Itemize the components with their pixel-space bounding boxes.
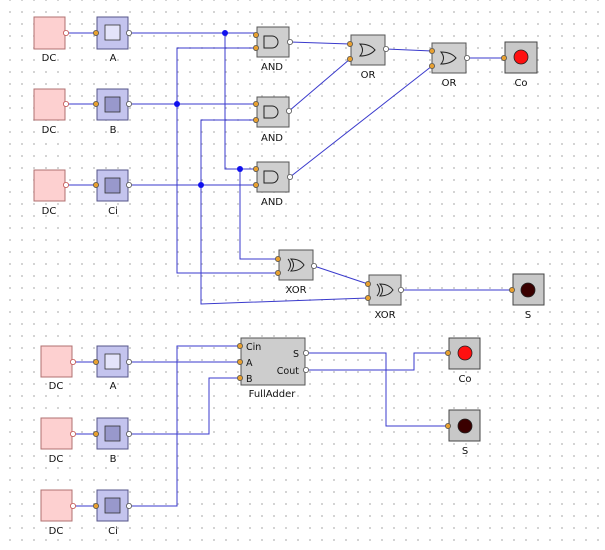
pin-label-cin: Cin (246, 342, 261, 353)
output-label: S (525, 310, 531, 321)
gate-label: AND (261, 197, 283, 208)
xor-gate-2[interactable]: XOR (364, 274, 404, 321)
dc-source-label: DC (49, 526, 64, 537)
input-switch-b[interactable]: B (93, 88, 133, 136)
input-label: A (110, 381, 117, 392)
lamp-indicator (513, 49, 529, 65)
and-gate-3[interactable]: AND (252, 161, 293, 208)
gate-label: XOR (374, 310, 395, 321)
and-gate-1[interactable]: AND (252, 26, 293, 73)
dc-source-5[interactable]: DC (40, 417, 77, 465)
wire-junctions (174, 30, 243, 188)
gate-label: OR (442, 78, 457, 89)
pin-label-b: B (246, 374, 253, 385)
dc-source-4[interactable]: DC (40, 345, 77, 392)
input-switch-a-2[interactable]: A (93, 345, 133, 392)
input-switch-b-2[interactable]: B (93, 417, 133, 465)
gate-label: XOR (285, 285, 306, 296)
or-gate-1[interactable]: OR (346, 34, 389, 81)
dc-source-1[interactable]: DC (33, 16, 70, 64)
output-label: Co (514, 78, 527, 89)
and-gate-2[interactable]: AND (252, 96, 292, 144)
gate-label: AND (261, 62, 283, 73)
wires-circuit-2 (74, 345, 448, 507)
input-label: Ci (108, 526, 118, 537)
or-gate-2[interactable]: OR (428, 42, 470, 89)
lamp-indicator (457, 345, 473, 361)
pin-label-cout: Cout (277, 366, 299, 377)
input-label: B (110, 454, 117, 465)
xor-gate-1[interactable]: XOR (274, 249, 317, 296)
wires-circuit-1 (66, 32, 512, 305)
output-lamp-s[interactable]: S (508, 273, 545, 321)
dc-source-3[interactable]: DC (33, 169, 70, 217)
output-lamp-co-2[interactable]: Co (444, 337, 481, 385)
dc-source-label: DC (42, 125, 57, 136)
full-adder-title: FullAdder (249, 389, 297, 400)
input-label: A (110, 53, 117, 64)
dc-source-label: DC (42, 53, 57, 64)
dc-source-2[interactable]: DC (33, 88, 70, 136)
output-lamp-s-2[interactable]: S (444, 409, 481, 457)
input-label: B (110, 125, 117, 136)
input-label: Ci (108, 206, 118, 217)
pin-label-s: S (293, 349, 299, 360)
input-switch-ci-2[interactable]: Ci (93, 489, 133, 537)
output-label: Co (458, 374, 471, 385)
gate-label: OR (361, 70, 376, 81)
lamp-indicator (520, 282, 536, 298)
dc-source-6[interactable]: DC (40, 489, 77, 537)
pin-label-a: A (246, 358, 253, 369)
full-adder-block[interactable]: Cin A B S Cout FullAdder (236, 337, 309, 400)
input-switch-ci[interactable]: Ci (93, 169, 133, 217)
dc-source-label: DC (49, 454, 64, 465)
output-lamp-co[interactable]: Co (500, 41, 538, 89)
output-label: S (462, 446, 468, 457)
lamp-indicator (457, 418, 473, 434)
gate-label: AND (261, 133, 283, 144)
dc-source-label: DC (42, 206, 57, 217)
input-switch-a[interactable]: A (93, 16, 133, 64)
dc-source-label: DC (49, 381, 64, 392)
